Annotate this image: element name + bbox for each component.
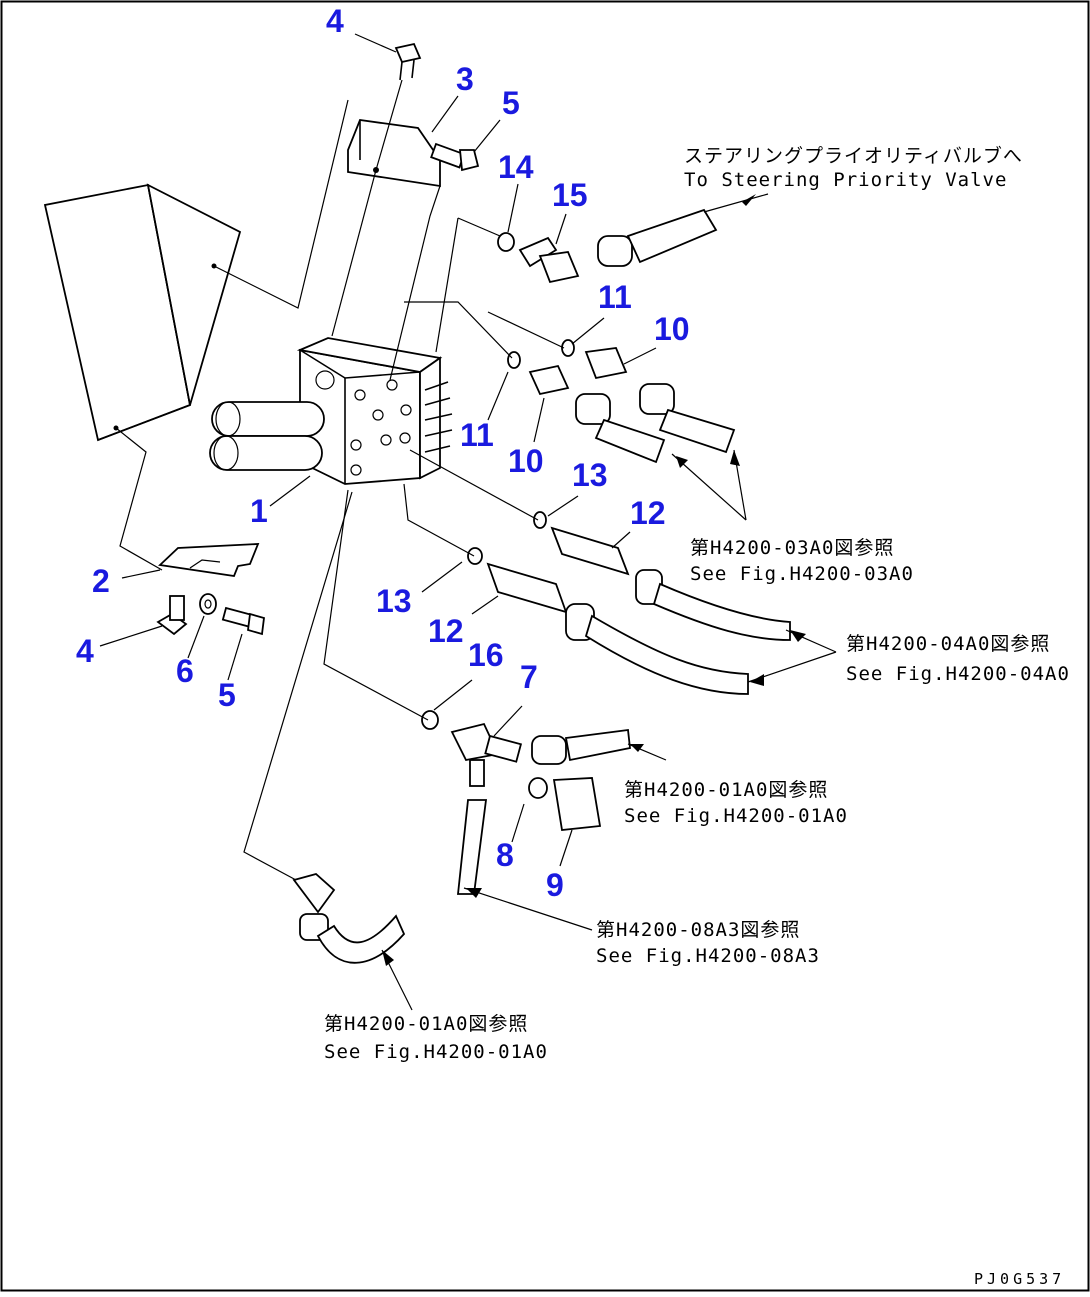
callout-11-left: 11 (460, 417, 494, 453)
note-steering-en: To Steering Priority Valve (684, 169, 1007, 191)
leader-lines (99, 33, 657, 881)
note-fig03-en: See Fig.H4200-03A0 (690, 563, 914, 585)
callout-4-top: 4 (326, 3, 344, 39)
callout-13-right: 13 (572, 457, 608, 493)
callout-8: 8 (496, 837, 514, 873)
adapters-10-11 (507, 339, 736, 464)
note-fig04-jp: 第H4200-04A0図参照 (846, 633, 1050, 655)
callout-5-top: 5 (502, 85, 520, 121)
note-fig04-en: See Fig.H4200-04A0 (846, 663, 1070, 685)
note-fig08-jp: 第H4200-08A3図参照 (596, 919, 800, 941)
callout-12-right: 12 (630, 495, 666, 531)
bolt-top (394, 42, 422, 81)
reference-notes: ステアリングプライオリティバルブへ To Steering Priority V… (324, 144, 1070, 1063)
note-fig01b-en: See Fig.H4200-01A0 (324, 1041, 548, 1063)
callout-3: 3 (456, 61, 474, 97)
callout-4-bottom: 4 (76, 633, 94, 669)
elbow-fitting (497, 208, 718, 284)
tee-fitting-7 (421, 710, 631, 895)
note-fig01b-jp: 第H4200-01A0図参照 (324, 1013, 528, 1035)
callout-11-right: 11 (598, 279, 632, 315)
drawing-code: PJ0G537 (974, 1270, 1065, 1288)
callout-2: 2 (92, 563, 110, 599)
bolt-bottom-right (221, 606, 265, 636)
callout-15: 15 (552, 177, 588, 213)
callout-6: 6 (176, 653, 194, 689)
callout-1: 1 (250, 493, 268, 529)
bolt-bottom-left (156, 595, 188, 636)
callout-7: 7 (520, 659, 538, 695)
hoses-12-13 (467, 511, 791, 695)
callout-10-right: 10 (654, 311, 690, 347)
bolt-right (430, 142, 480, 172)
washer (199, 593, 217, 615)
note-steering-jp: ステアリングプライオリティバルブへ (684, 144, 1023, 167)
callout-numbers: 4 3 5 14 15 11 10 11 10 13 12 1 2 4 6 5 … (76, 3, 690, 903)
bracket-top (347, 119, 441, 188)
note-fig03-jp: 第H4200-03A0図参照 (690, 537, 894, 559)
cover-plate (43, 183, 242, 442)
note-fig01a-en: See Fig.H4200-01A0 (624, 805, 848, 827)
callout-5-bottom: 5 (218, 677, 236, 713)
callout-16: 16 (468, 637, 504, 673)
bracket-bottom (158, 543, 260, 577)
callout-9: 9 (546, 867, 564, 903)
valve-block (209, 337, 453, 485)
flow-arrows (381, 193, 837, 1011)
lower-hose (292, 873, 406, 964)
callout-10-left: 10 (508, 443, 544, 479)
note-fig08-en: See Fig.H4200-08A3 (596, 945, 820, 967)
callout-12-left: 12 (428, 613, 464, 649)
callout-14: 14 (498, 149, 534, 185)
note-fig01a-jp: 第H4200-01A0図参照 (624, 779, 828, 801)
callout-13-left: 13 (376, 583, 412, 619)
